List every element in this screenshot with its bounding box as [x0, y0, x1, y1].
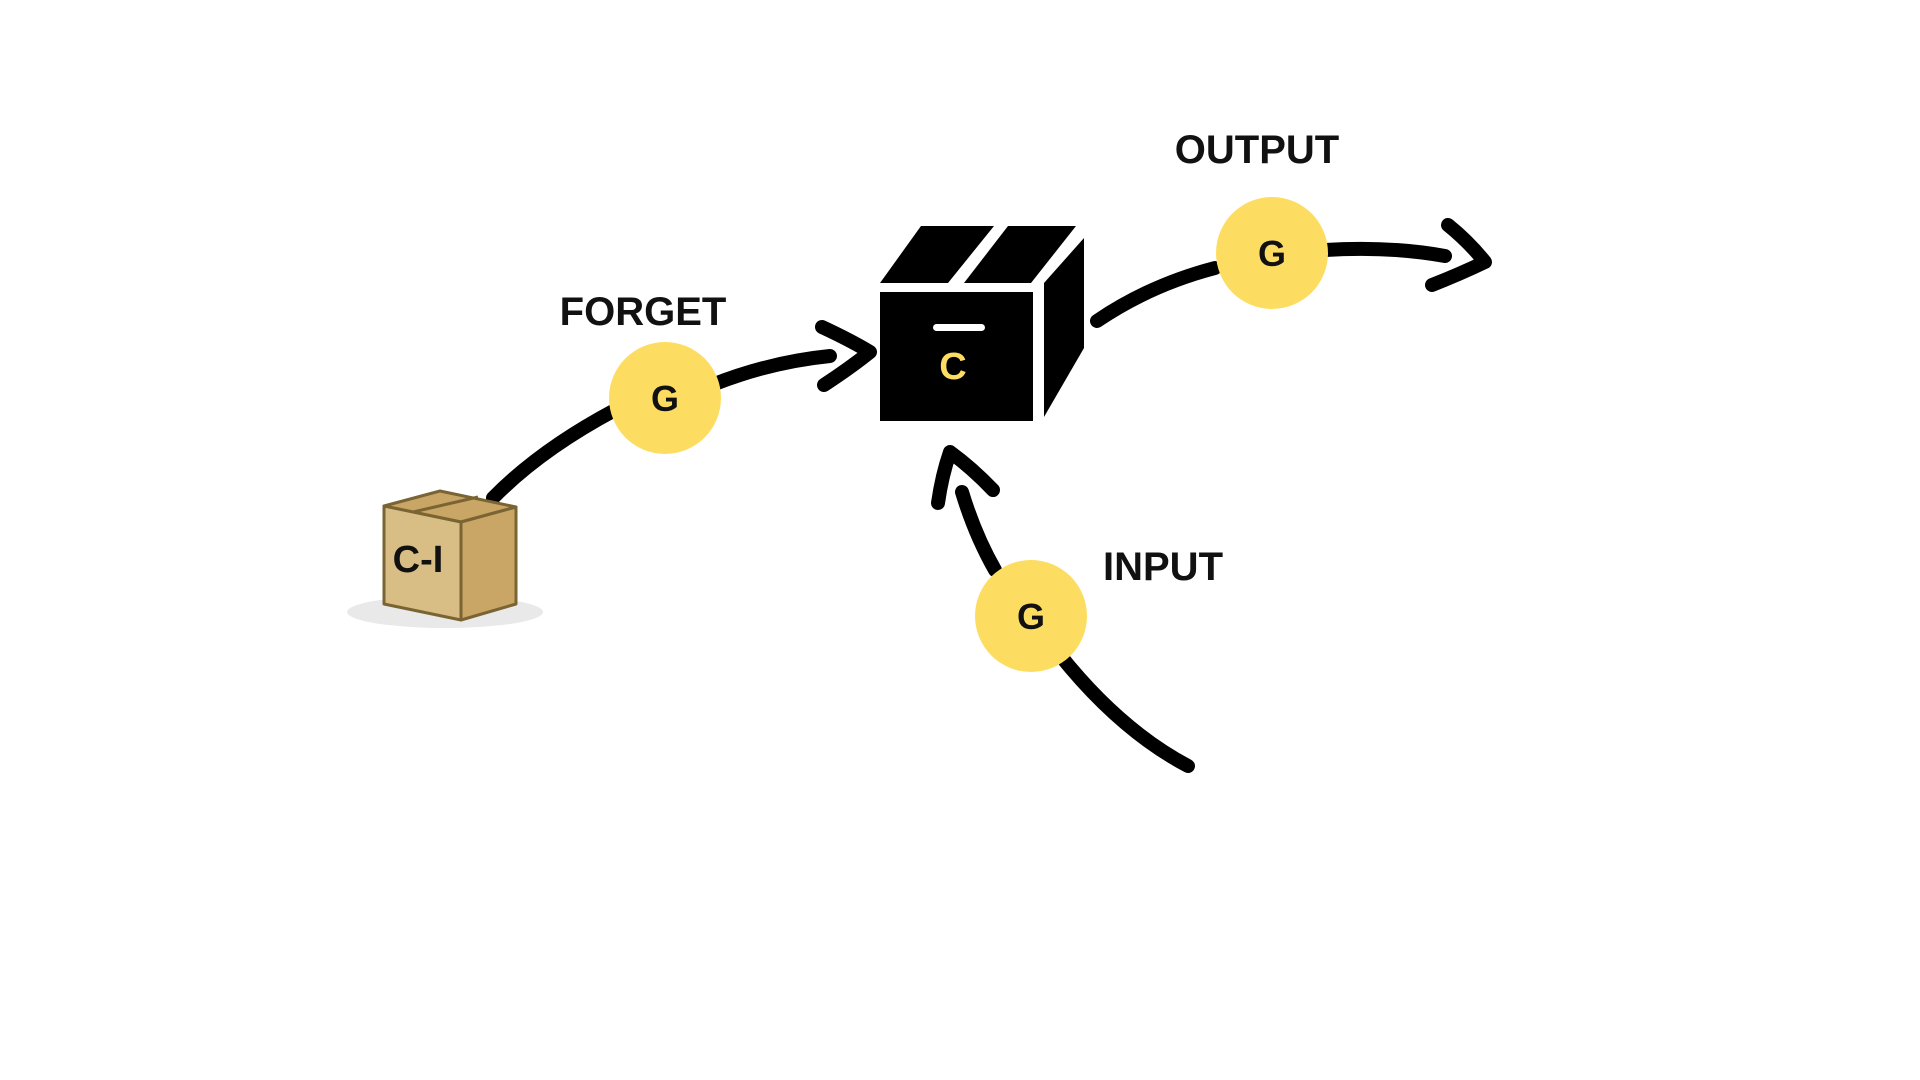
previous-cell-label: C-I	[393, 539, 444, 581]
input-gate: G INPUT	[975, 545, 1223, 672]
previous-cell-tape-line	[412, 495, 479, 514]
output-arrowhead-icon	[1425, 218, 1492, 292]
forget-flow-line-after-gate	[705, 349, 837, 392]
input-flow-line-after-gate	[955, 485, 1002, 577]
output-flow-line	[1090, 261, 1222, 328]
output-gate-title: OUTPUT	[1175, 128, 1339, 172]
forget-flow-line	[486, 403, 622, 505]
cell-lid-left-flap	[880, 226, 994, 283]
forget-gate-title: FORGET	[560, 290, 727, 334]
cell-front-face	[880, 292, 1033, 421]
input-gate-letter: G	[1017, 596, 1045, 637]
input-gate-title: INPUT	[1103, 545, 1223, 589]
input-gate-circle	[975, 560, 1087, 672]
forget-gate-letter: G	[651, 378, 679, 419]
cell-handle-slot	[933, 324, 985, 331]
output-gate-letter: G	[1258, 233, 1286, 274]
forget-gate-circle	[609, 342, 721, 454]
forget-gate: G FORGET	[560, 290, 727, 454]
input-flow-line	[1053, 648, 1195, 773]
previous-cell-side-face	[459, 505, 518, 622]
previous-cell-box-icon: C-I	[347, 489, 543, 628]
cell-state-box-icon: C	[880, 226, 1084, 421]
cell-label: C	[939, 346, 966, 388]
output-gate: G OUTPUT	[1175, 128, 1339, 309]
input-arrowhead-icon	[931, 445, 1000, 510]
cell-lid-right-flap	[964, 226, 1076, 283]
output-gate-circle	[1216, 197, 1328, 309]
cell-side-face	[1044, 238, 1084, 417]
output-flow-line-after-gate	[1318, 241, 1452, 263]
forget-arrowhead-icon	[815, 320, 877, 392]
